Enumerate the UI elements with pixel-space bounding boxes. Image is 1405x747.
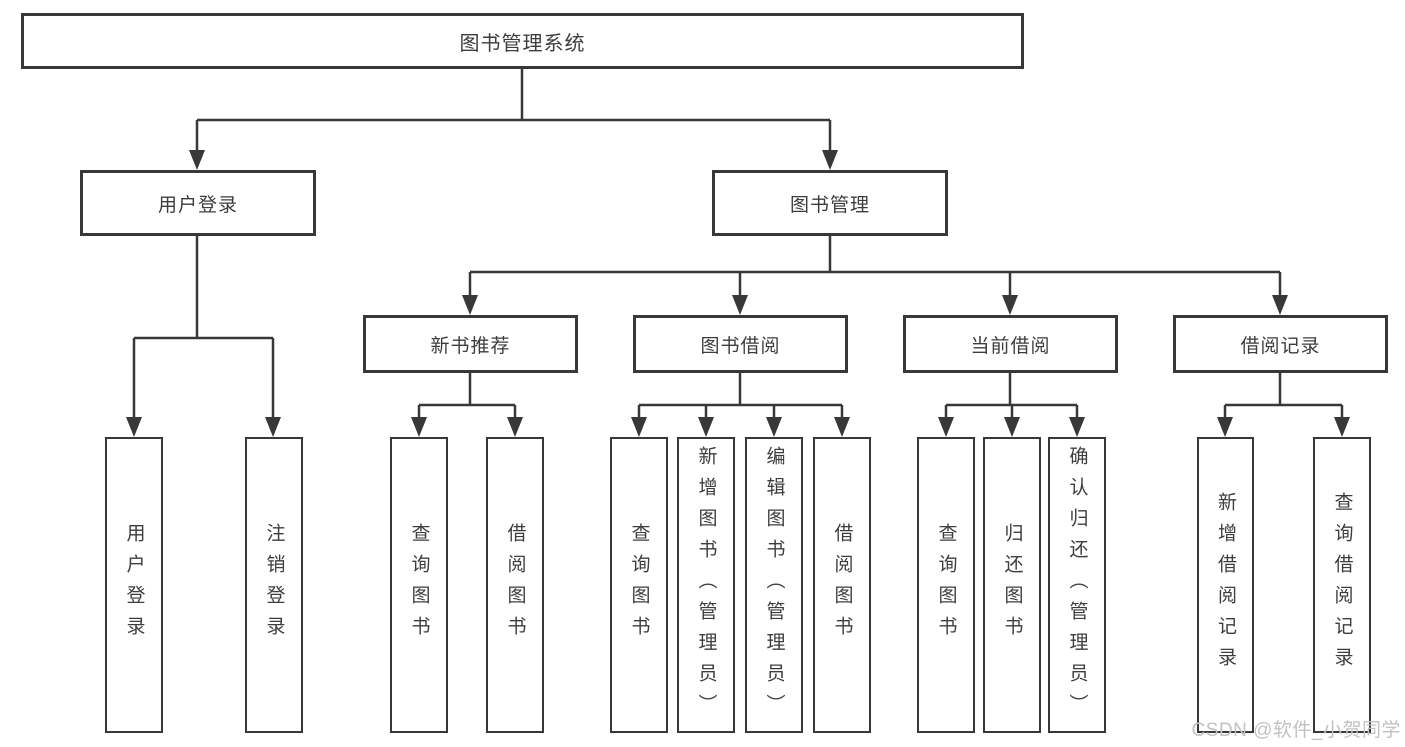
node-book-management: 图书管理 (712, 170, 948, 236)
leaf-borrowing-borrow-books: 借阅图书 (813, 437, 871, 733)
leaf-borrowing-borrow-books-label: 借阅图书 (831, 523, 853, 647)
node-borrowing-records: 借阅记录 (1173, 315, 1388, 373)
leaf-confirm-return-admin: 确认归还（管理员） (1048, 437, 1106, 733)
leaf-add-books-admin-label: 新增图书（管理员） (695, 445, 717, 725)
leaf-newbook-borrow-books: 借阅图书 (486, 437, 544, 733)
leaf-newbook-query-books-label: 查询图书 (408, 523, 430, 647)
leaf-logout-label: 注销登录 (263, 523, 285, 647)
leaf-logout: 注销登录 (245, 437, 303, 733)
node-current-borrowing: 当前借阅 (903, 315, 1118, 373)
leaf-user-login-action-label: 用户登录 (123, 523, 145, 647)
node-root: 图书管理系统 (21, 13, 1024, 69)
node-book-management-label: 图书管理 (789, 194, 870, 216)
leaf-query-borrow-record-label: 查询借阅记录 (1331, 492, 1353, 678)
leaf-user-login-action: 用户登录 (105, 437, 163, 733)
leaf-add-borrow-record-label: 新增借阅记录 (1215, 492, 1236, 678)
leaf-return-books: 归还图书 (983, 437, 1041, 733)
leaf-query-borrow-record: 查询借阅记录 (1313, 437, 1371, 733)
node-root-label: 图书管理系统 (459, 32, 586, 55)
node-new-book-recommend-label: 新书推荐 (430, 335, 511, 357)
leaf-edit-books-admin-label: 编辑图书（管理员） (763, 445, 785, 725)
leaf-add-books-admin: 新增图书（管理员） (677, 437, 735, 733)
node-book-borrowing: 图书借阅 (633, 315, 848, 373)
node-user-login: 用户登录 (80, 170, 316, 236)
leaf-return-books-label: 归还图书 (1001, 523, 1023, 647)
leaf-confirm-return-admin-label: 确认归还（管理员） (1066, 445, 1088, 725)
node-new-book-recommend: 新书推荐 (363, 315, 578, 373)
leaf-add-borrow-record: 新增借阅记录 (1197, 437, 1254, 733)
leaf-borrowing-query-books-label: 查询图书 (628, 523, 650, 647)
node-user-login-label: 用户登录 (157, 194, 238, 216)
leaf-current-query-books: 查询图书 (917, 437, 975, 733)
csdn-watermark: CSDN @软件_小贺同学 (1191, 720, 1401, 741)
leaf-newbook-borrow-books-label: 借阅图书 (504, 523, 526, 647)
node-borrowing-records-label: 借阅记录 (1240, 335, 1321, 357)
node-book-borrowing-label: 图书借阅 (700, 335, 781, 357)
leaf-newbook-query-books: 查询图书 (390, 437, 448, 733)
leaf-edit-books-admin: 编辑图书（管理员） (745, 437, 803, 733)
leaf-current-query-books-label: 查询图书 (935, 523, 957, 647)
leaf-borrowing-query-books: 查询图书 (610, 437, 668, 733)
node-current-borrowing-label: 当前借阅 (970, 335, 1051, 357)
